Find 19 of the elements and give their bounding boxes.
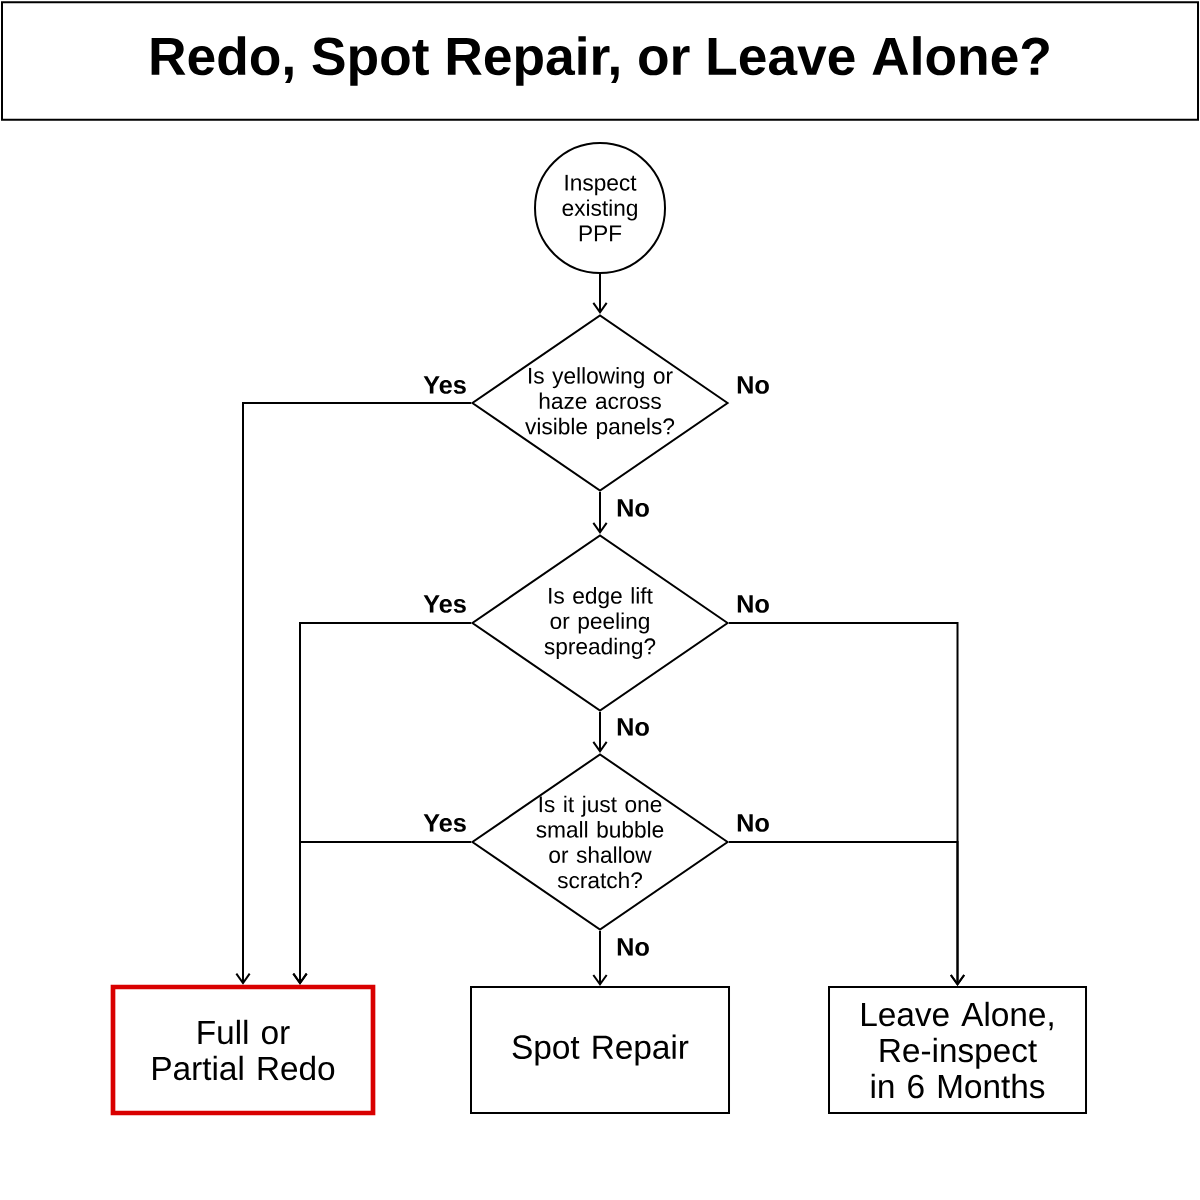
- edge-label: No: [614, 497, 652, 519]
- edge-label: No: [614, 936, 652, 958]
- arrow: [235, 402, 472, 985]
- arrow: [592, 273, 608, 314]
- edge-label: No: [734, 593, 772, 615]
- arrow: [728, 841, 966, 986]
- edge-label: Yes: [421, 374, 469, 396]
- arrow: [592, 930, 608, 986]
- edge-label: No: [614, 716, 652, 738]
- edge-label: Yes: [421, 812, 469, 834]
- edge-label: Yes: [421, 593, 469, 615]
- title-box: Redo, Spot Repair, or Leave Alone?: [1, 1, 1199, 121]
- arrow: [592, 711, 608, 753]
- edge-label: No: [734, 812, 772, 834]
- outcome-box: Leave Alone, Re-inspect in 6 Months: [828, 986, 1087, 1114]
- outcome-box: Spot Repair: [470, 986, 730, 1114]
- outcome-box: Full or Partial Redo: [110, 984, 376, 1116]
- arrow: [592, 491, 608, 534]
- arrow: [292, 841, 472, 985]
